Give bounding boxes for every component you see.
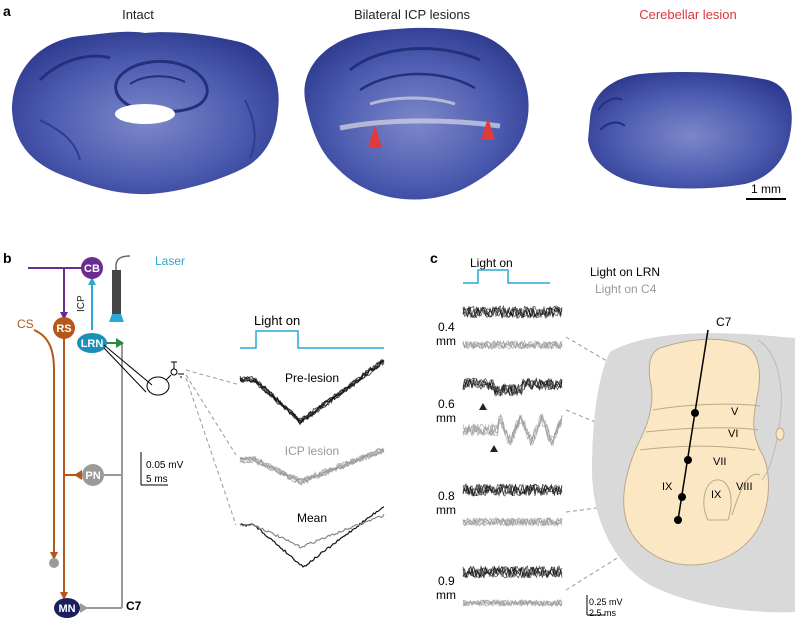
trace-label-pre: Pre-lesion [285, 371, 339, 385]
trace-icp-lesion [239, 450, 385, 487]
recording-site-06 [684, 456, 692, 464]
light-on-pulse-c [463, 269, 550, 284]
light-on-b: Light on [254, 313, 300, 328]
depth-2-unit: mm [436, 503, 456, 517]
light-on-c: Light on [470, 256, 513, 270]
recording-site-08 [678, 493, 686, 501]
depth-1-unit: mm [436, 411, 456, 425]
trace-08-lrn [462, 483, 563, 497]
cs-label: CS [17, 317, 34, 331]
trace-09-c4 [462, 598, 563, 607]
node-rs [53, 317, 75, 339]
node-cb [81, 257, 103, 279]
arrowhead-06-c4 [490, 445, 498, 452]
lamina-v: V [731, 406, 739, 418]
scale-b-time: 5 ms [146, 474, 168, 485]
trace-06-lrn [462, 377, 563, 397]
trace-04-c4 [462, 339, 563, 350]
depth-0-unit: mm [436, 334, 456, 348]
trace-06-lrn [462, 378, 563, 397]
trace-06-c4 [462, 413, 563, 447]
node-mn [54, 598, 80, 618]
trace-mean-pre [239, 506, 385, 568]
c7-label-c: C7 [716, 315, 732, 329]
light-on-pulse-b [240, 330, 384, 349]
node-lrn [77, 333, 107, 353]
lamina-vi: VI [728, 428, 738, 440]
laser-label: Laser [155, 254, 185, 268]
c7-label-b: C7 [126, 599, 142, 613]
scale-c-time: 2.5 ms [589, 608, 617, 618]
traces-b [239, 358, 385, 568]
recording-site-09 [674, 516, 682, 524]
node-lrn-label: LRN [81, 338, 104, 350]
circuit-diagram: ICP Laser CS CB RS LRN PN MN [17, 254, 185, 618]
icp-label: ICP [76, 295, 87, 312]
trace-04-c4 [462, 340, 563, 350]
trace-09-lrn [462, 564, 563, 579]
scale-b-voltage: 0.05 mV [146, 460, 184, 471]
trace-label-mean: Mean [297, 511, 327, 525]
title-cerebellar: Cerebellar lesion [639, 7, 737, 22]
brain-section-intact [12, 31, 279, 195]
legend-lrn: Light on LRN [590, 265, 660, 279]
panel-a-letter: a [3, 3, 11, 19]
trace-08-lrn [462, 483, 563, 498]
brain-section-bilateral [304, 27, 529, 200]
scale-c-voltage: 0.25 mV [589, 597, 623, 607]
electrode-track [677, 329, 709, 521]
panel-c-letter: c [430, 250, 438, 266]
brain-section-cerebellar [588, 72, 792, 189]
lamina-vii: VII [713, 456, 726, 468]
lesion-arrowhead-right [481, 118, 495, 140]
trace-09-c4 [462, 599, 563, 608]
recording-site-04 [691, 409, 699, 417]
node-pn-label: PN [85, 470, 100, 482]
legend-c4: Light on C4 [595, 282, 657, 296]
title-bilateral: Bilateral ICP lesions [354, 7, 471, 22]
trace-04-lrn [462, 304, 563, 319]
lamina-viii: VIII [736, 481, 753, 493]
title-intact: Intact [122, 7, 154, 22]
trace-04-lrn [462, 305, 563, 320]
lamina-ix-left: IX [662, 481, 673, 493]
depth-0: 0.4 [438, 320, 455, 334]
trace-06-lrn [462, 378, 563, 397]
node-cb-label: CB [84, 263, 100, 275]
trace-mean-icp [239, 513, 385, 549]
trace-pre-lesion [239, 361, 385, 426]
depth-3: 0.9 [438, 574, 455, 588]
depth-1: 0.6 [438, 397, 455, 411]
spinal-cord-section: V VI VII VIII IX IX C7 [592, 315, 795, 613]
depth-3-unit: mm [436, 588, 456, 602]
traces-c [462, 304, 563, 608]
trace-04-c4 [462, 340, 563, 350]
depth-2: 0.8 [438, 489, 455, 503]
trace-label-icp: ICP lesion [285, 444, 339, 458]
depth-labels: 0.4 mm 0.6 mm 0.8 mm 0.9 mm [436, 320, 456, 602]
panel-b-connectors [185, 369, 241, 526]
trace-08-c4 [462, 516, 563, 527]
panel-b-letter: b [3, 250, 12, 266]
node-pn [82, 464, 104, 486]
node-rs-label: RS [56, 323, 71, 335]
scalebar-1mm-label: 1 mm [751, 182, 781, 196]
node-mn-label: MN [58, 603, 75, 615]
lamina-ix-right: IX [711, 489, 722, 501]
trace-06-c4 [462, 413, 563, 446]
arrowhead-06-lrn [479, 403, 487, 410]
lesion-arrowhead-left [368, 125, 382, 148]
